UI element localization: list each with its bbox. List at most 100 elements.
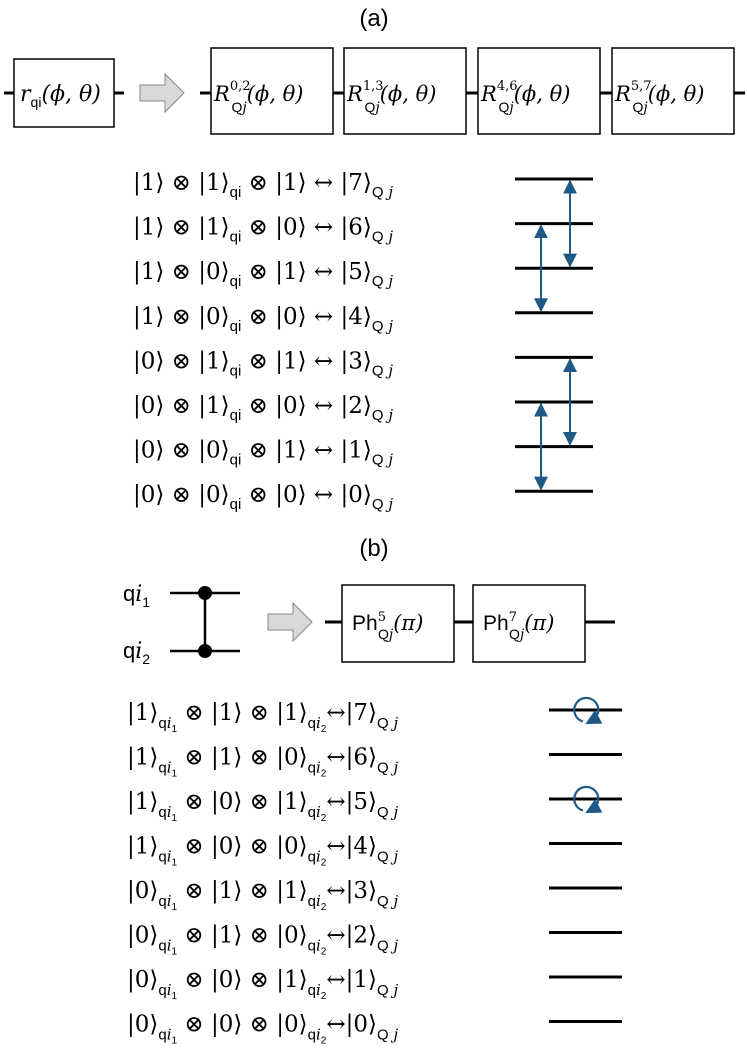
ket-subscript-index: j [384, 317, 394, 335]
state-mapping-row: |1⟩qi1 ⊗ |0⟩ ⊗ |0⟩qi2↔|4⟩Q j [127, 834, 398, 869]
gate-symbol: R [213, 82, 230, 106]
ket-value: 1 [283, 170, 298, 196]
ket-value: 1 [206, 393, 221, 419]
ket-value: 0 [219, 967, 234, 993]
ket-subscript-index: i [167, 759, 172, 777]
gate-args: (π) [524, 611, 554, 635]
ket-value: 7 [348, 170, 363, 196]
ket-value: 0 [283, 215, 298, 241]
ket-subscript-index: i [167, 714, 172, 732]
ket-subscript: q [308, 760, 316, 777]
ket-subscript: qi [230, 407, 242, 424]
ket-value: 1 [206, 348, 221, 374]
gate-superscript: 7 [509, 610, 517, 625]
ket-value: 0 [141, 482, 156, 508]
ket-subscript-number: 1 [172, 902, 178, 913]
ket-value: 3 [348, 348, 363, 374]
control-2-sub: 2 [142, 651, 150, 667]
gate-superscript: 4,6 [497, 79, 518, 94]
ket-value: 0 [135, 967, 150, 993]
ket-value: 1 [219, 745, 234, 771]
ket-subscript: q [158, 715, 166, 732]
ket-value: 1 [348, 438, 363, 464]
gate-subscript-index: j [506, 100, 514, 116]
ket-subscript-index: i [167, 892, 172, 910]
ket-value: 0 [206, 259, 221, 285]
ket-subscript: qi [230, 318, 242, 335]
gate-args: (ϕ, θ) [514, 82, 571, 106]
state-mapping-row: |0⟩ ⊗ |1⟩qi ⊗ |0⟩ ↔ |2⟩Q j [133, 393, 393, 424]
ket-value: 0 [284, 745, 299, 771]
ket-value: 0 [141, 348, 156, 374]
gate-subscript: Q [509, 626, 520, 642]
ket-subscript: q [158, 893, 166, 910]
ket-subscript: q [308, 715, 316, 732]
panel-b-label: (b) [359, 535, 388, 562]
ket-subscript: Q [372, 184, 384, 201]
ket-subscript: q [158, 849, 166, 866]
ket-subscript-number: 1 [172, 813, 178, 824]
ket-value: 1 [141, 170, 156, 196]
ket-subscript: qi [230, 452, 242, 469]
gate-subscript-index: j [386, 627, 394, 643]
control-1-italic: i [135, 582, 142, 607]
ket-subscript-index: i [167, 848, 172, 866]
ket-value: 0 [219, 1012, 234, 1038]
ket-value: 0 [284, 923, 299, 949]
svg-text:R5,7Qj(ϕ, θ): R5,7Qj(ϕ, θ) [614, 79, 704, 116]
ket-subscript-index: j [384, 495, 394, 513]
gate-args: (ϕ, θ) [247, 82, 304, 106]
ket-subscript-index: j [384, 272, 394, 290]
ket-subscript: Q [372, 229, 384, 246]
ket-subscript-number: 2 [321, 991, 327, 1002]
ket-subscript: q [158, 982, 166, 999]
input-gate: rqi(ϕ, θ) [4, 58, 124, 128]
gate-subscript: Q [232, 99, 243, 115]
ket-value: 0 [283, 482, 298, 508]
panel-a-label: (a) [359, 5, 388, 32]
ket-subscript-number: 2 [321, 858, 327, 869]
ket-value: 0 [283, 393, 298, 419]
ket-subscript-number: 1 [172, 1036, 178, 1047]
state-mapping-list-a: |1⟩ ⊗ |1⟩qi ⊗ |1⟩ ↔ |7⟩Q j|1⟩ ⊗ |1⟩qi ⊗ … [133, 170, 393, 513]
ket-subscript-number: 1 [172, 947, 178, 958]
gate-subscript-index: j [239, 100, 247, 116]
ket-subscript-number: 2 [321, 1036, 327, 1047]
ket-value: 7 [353, 700, 368, 726]
decompose-arrow-icon [139, 72, 185, 114]
gate-args: (π) [393, 611, 423, 635]
svg-text:qi2: qi2 [123, 638, 150, 667]
svg-text:R0,2Qj(ϕ, θ): R0,2Qj(ϕ, θ) [213, 79, 303, 116]
ket-subscript-index: j [384, 361, 394, 379]
state-mapping-row: |0⟩qi1 ⊗ |1⟩ ⊗ |1⟩qi2↔|3⟩Q j [127, 878, 398, 913]
ket-subscript-index: i [167, 1026, 172, 1044]
ket-subscript: q [308, 893, 316, 910]
ket-subscript-index: j [384, 228, 394, 246]
state-mapping-row: |1⟩qi1 ⊗ |1⟩ ⊗ |1⟩qi2↔|7⟩Q j [127, 700, 398, 735]
control-dot-icon [198, 644, 212, 658]
ket-value: 6 [353, 745, 368, 771]
phase-rotation-icon [573, 696, 603, 725]
ket-value: 1 [135, 700, 150, 726]
state-mapping-row: |1⟩ ⊗ |0⟩qi ⊗ |0⟩ ↔ |4⟩Q j [133, 304, 393, 335]
ket-subscript-number: 1 [172, 769, 178, 780]
state-mapping-row: |0⟩qi1 ⊗ |1⟩ ⊗ |0⟩qi2↔|2⟩Q j [127, 923, 398, 958]
ket-subscript-index: i [167, 803, 172, 821]
ket-value: 1 [141, 304, 156, 330]
gate-args: (ϕ, θ) [648, 82, 705, 106]
gate-subscript: Q [633, 99, 644, 115]
ket-value: 4 [353, 834, 368, 860]
control-2-prefix: q [123, 638, 135, 663]
ket-value: 0 [206, 438, 221, 464]
ket-value: 1 [283, 438, 298, 464]
gate-subscript: Q [499, 99, 510, 115]
ket-value: 3 [353, 878, 368, 904]
ket-value: 0 [206, 304, 221, 330]
svg-text:R1,3Qj(ϕ, θ): R1,3Qj(ϕ, θ) [346, 79, 436, 116]
ket-value: 1 [219, 878, 234, 904]
